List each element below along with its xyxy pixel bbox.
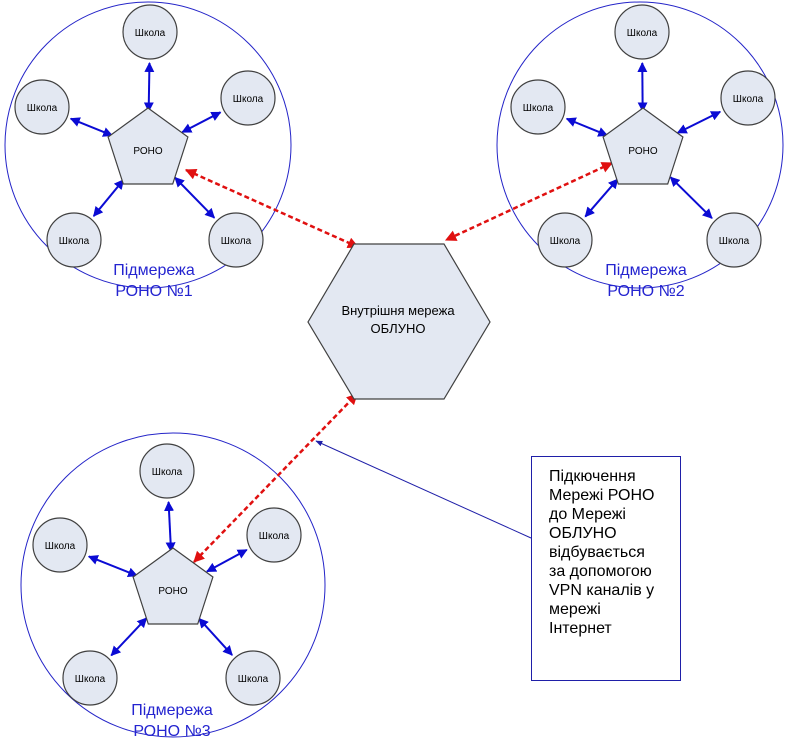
roho-label: РОНО: [158, 586, 187, 597]
center-hexagon: [307, 243, 491, 400]
school-node: [246, 507, 302, 563]
roho-node-1: [107, 107, 189, 185]
school-label: Школа: [45, 541, 76, 552]
school-node: [225, 650, 281, 706]
school-label: Школа: [259, 531, 290, 542]
school-node: [122, 4, 178, 60]
school-node: [720, 70, 776, 126]
school-label: Школа: [152, 467, 183, 478]
school-label: Школа: [75, 674, 106, 685]
roho-node-2: [602, 107, 684, 185]
school-label: Школа: [27, 103, 58, 114]
school-label: Школа: [221, 236, 252, 247]
vpn-link-2: [444, 161, 614, 242]
roho-label: РОНО: [628, 146, 657, 157]
school-label: Школа: [233, 94, 264, 105]
roho-node-3: [132, 547, 214, 625]
school-node: [139, 443, 195, 499]
link-arrow: [676, 110, 722, 134]
school-node: [32, 517, 88, 573]
subnet-label-line1: Підмережа: [131, 702, 213, 719]
school-label: Школа: [59, 236, 90, 247]
school-label: Школа: [733, 94, 764, 105]
school-node: [510, 79, 566, 135]
vpn-link-3: [193, 393, 358, 563]
link-arrow: [87, 555, 139, 578]
school-node: [208, 212, 264, 268]
school-label: Школа: [627, 28, 658, 39]
school-node: [537, 212, 593, 268]
school-label: Школа: [719, 236, 750, 247]
link-arrow: [174, 176, 216, 219]
school-label: Школа: [238, 674, 269, 685]
link-arrow: [584, 178, 619, 218]
school-node: [614, 4, 670, 60]
subnet-label-line1: Підмережа: [605, 262, 687, 279]
school-node: [220, 70, 276, 126]
link-arrow: [69, 117, 114, 137]
subnet-circle-2: [496, 1, 784, 289]
subnet-label-line2: РОНО №1: [115, 283, 192, 300]
subnet-label-line2: РОНО №3: [133, 723, 210, 740]
link-arrow: [198, 617, 233, 656]
center-label-line2: ОБЛУНО: [371, 321, 426, 336]
link-arrow: [143, 61, 155, 113]
school-node: [14, 79, 70, 135]
vpn-note: Підкючення Мережі РОНО до Мережі ОБЛУНО …: [531, 456, 681, 681]
school-node: [46, 212, 102, 268]
subnet-label-line2: РОНО №2: [607, 283, 684, 300]
link-arrow: [669, 176, 713, 219]
center-label-line1: Внутрішня мережа: [341, 303, 455, 318]
subnet-label-line1: Підмережа: [113, 262, 195, 279]
link-arrow: [110, 617, 148, 657]
school-label: Школа: [523, 103, 554, 114]
link-arrow: [164, 500, 176, 553]
link-arrow: [565, 117, 609, 137]
school-node: [62, 650, 118, 706]
school-label: Школа: [135, 28, 166, 39]
roho-label: РОНО: [133, 146, 162, 157]
note-callout-line: [315, 440, 532, 539]
link-arrow: [206, 548, 248, 573]
subnet-circle-1: [4, 1, 292, 289]
link-arrow: [181, 111, 222, 134]
school-node: [706, 212, 762, 268]
subnet-circle-3: [20, 432, 326, 738]
link-arrow: [92, 179, 125, 217]
school-label: Школа: [550, 236, 581, 247]
